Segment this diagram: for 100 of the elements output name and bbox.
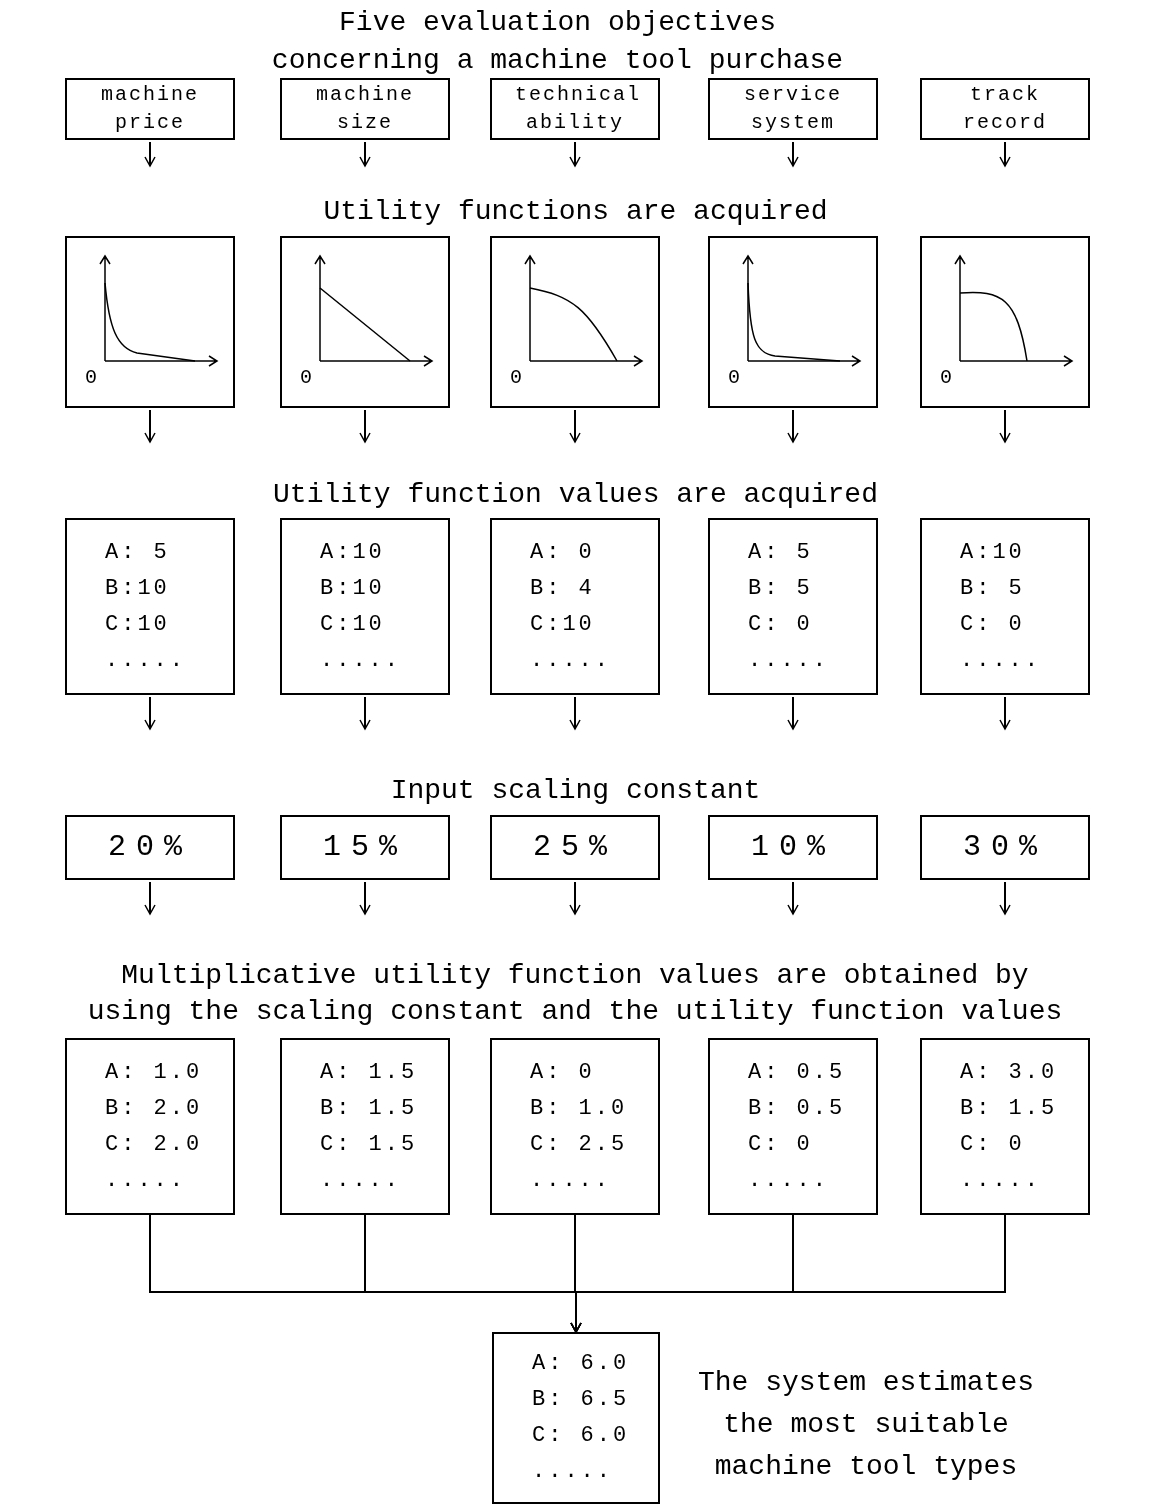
step-heading: Utility functions are acquired bbox=[322, 195, 829, 229]
value-line: C: 0 bbox=[748, 610, 813, 639]
value-line: A: 1.5 bbox=[320, 1058, 418, 1087]
value-line: ..... bbox=[748, 1166, 829, 1195]
value-box bbox=[65, 1038, 235, 1215]
arrow bbox=[359, 409, 371, 443]
value-line: C: 0 bbox=[748, 1130, 813, 1159]
value-box bbox=[490, 1038, 660, 1215]
value-line: A:10 bbox=[320, 538, 385, 567]
value-line: B:10 bbox=[105, 574, 170, 603]
utility-graph-box bbox=[708, 236, 878, 408]
value-line: ..... bbox=[320, 646, 401, 675]
objective-box bbox=[920, 78, 1090, 140]
value-line: B: 1.5 bbox=[320, 1094, 418, 1123]
value-line: B: 1.0 bbox=[530, 1094, 628, 1123]
arrow bbox=[787, 881, 799, 915]
objective-label: service system bbox=[743, 82, 843, 136]
value-line: C: 2.0 bbox=[105, 1130, 203, 1159]
step-heading: Input scaling constant bbox=[389, 774, 762, 808]
value-line: A: 0.5 bbox=[748, 1058, 846, 1087]
value-line: B: 2.0 bbox=[105, 1094, 203, 1123]
diagram-title: Five evaluation objectives concerning a machine tool purchase bbox=[270, 6, 845, 78]
percentage-box bbox=[920, 815, 1090, 880]
arrow bbox=[569, 409, 581, 443]
arrow bbox=[569, 141, 581, 167]
origin-label: 0 bbox=[85, 368, 97, 388]
percentage-box bbox=[280, 815, 450, 880]
value-line: B: 6.5 bbox=[532, 1386, 630, 1414]
value-line: B: 0.5 bbox=[748, 1094, 846, 1123]
percentage-value: 30% bbox=[963, 829, 1047, 866]
percentage-value: 25% bbox=[533, 829, 617, 866]
arrow bbox=[999, 141, 1011, 167]
value-line: C:10 bbox=[530, 610, 595, 639]
arrow bbox=[787, 141, 799, 167]
origin-label: 0 bbox=[510, 368, 522, 388]
utility-graph-box bbox=[65, 236, 235, 408]
percentage-box bbox=[65, 815, 235, 880]
value-line: ..... bbox=[532, 1458, 613, 1486]
objective-label: machine size bbox=[315, 82, 415, 136]
value-line: ..... bbox=[105, 646, 186, 675]
arrow bbox=[144, 409, 156, 443]
value-line: A: 0 bbox=[530, 1058, 595, 1087]
value-line: C: 1.5 bbox=[320, 1130, 418, 1159]
value-line: A: 1.0 bbox=[105, 1058, 203, 1087]
value-line: C: 0 bbox=[960, 1130, 1025, 1159]
origin-label: 0 bbox=[300, 368, 312, 388]
arrow bbox=[359, 881, 371, 915]
objective-box bbox=[708, 78, 878, 140]
arrow bbox=[999, 696, 1011, 730]
value-line: ..... bbox=[960, 646, 1041, 675]
value-line: ..... bbox=[960, 1166, 1041, 1195]
percentage-value: 15% bbox=[323, 829, 407, 866]
percentage-value: 10% bbox=[751, 829, 835, 866]
step-heading: Utility function values are acquired bbox=[272, 478, 879, 512]
value-line: C: 0 bbox=[960, 610, 1025, 639]
value-box bbox=[490, 518, 660, 695]
value-line: B: 5 bbox=[960, 574, 1025, 603]
step-heading: Multiplicative utility function values are obtained by using the scaling constant and the utility function values bbox=[86, 959, 1064, 1029]
arrow bbox=[144, 881, 156, 915]
value-line: C:10 bbox=[320, 610, 385, 639]
arrow bbox=[569, 881, 581, 915]
value-box bbox=[708, 518, 878, 695]
value-line: A: 3.0 bbox=[960, 1058, 1058, 1087]
percentage-box bbox=[708, 815, 878, 880]
objective-box bbox=[65, 78, 235, 140]
percentage-box bbox=[490, 815, 660, 880]
arrow bbox=[144, 141, 156, 167]
value-line: A: 6.0 bbox=[532, 1350, 630, 1378]
value-line: A: 5 bbox=[105, 538, 170, 567]
value-box bbox=[708, 1038, 878, 1215]
value-line: ..... bbox=[105, 1166, 186, 1195]
utility-graph-box bbox=[280, 236, 450, 408]
value-line: ..... bbox=[748, 646, 829, 675]
value-line: B: 1.5 bbox=[960, 1094, 1058, 1123]
value-line: A: 0 bbox=[530, 538, 595, 567]
arrow bbox=[359, 696, 371, 730]
value-line: B: 4 bbox=[530, 574, 595, 603]
objective-box bbox=[280, 78, 450, 140]
arrow bbox=[999, 409, 1011, 443]
arrow bbox=[144, 696, 156, 730]
result-note: The system estimates the most suitable machine tool types bbox=[696, 1366, 1036, 1484]
arrow bbox=[787, 409, 799, 443]
value-line: C: 6.0 bbox=[532, 1422, 630, 1450]
value-line: ..... bbox=[530, 1166, 611, 1195]
value-box bbox=[280, 1038, 450, 1215]
value-box bbox=[65, 518, 235, 695]
value-box bbox=[920, 518, 1090, 695]
value-box bbox=[280, 518, 450, 695]
arrow bbox=[359, 141, 371, 167]
objective-box bbox=[490, 78, 660, 140]
arrow bbox=[787, 696, 799, 730]
arrow bbox=[570, 1214, 1006, 1333]
value-box bbox=[920, 1038, 1090, 1215]
utility-graph-box bbox=[490, 236, 660, 408]
arrow bbox=[569, 696, 581, 730]
arrow bbox=[999, 881, 1011, 915]
percentage-value: 20% bbox=[108, 829, 192, 866]
value-line: ..... bbox=[530, 646, 611, 675]
value-line: B: 5 bbox=[748, 574, 813, 603]
value-line: B:10 bbox=[320, 574, 385, 603]
